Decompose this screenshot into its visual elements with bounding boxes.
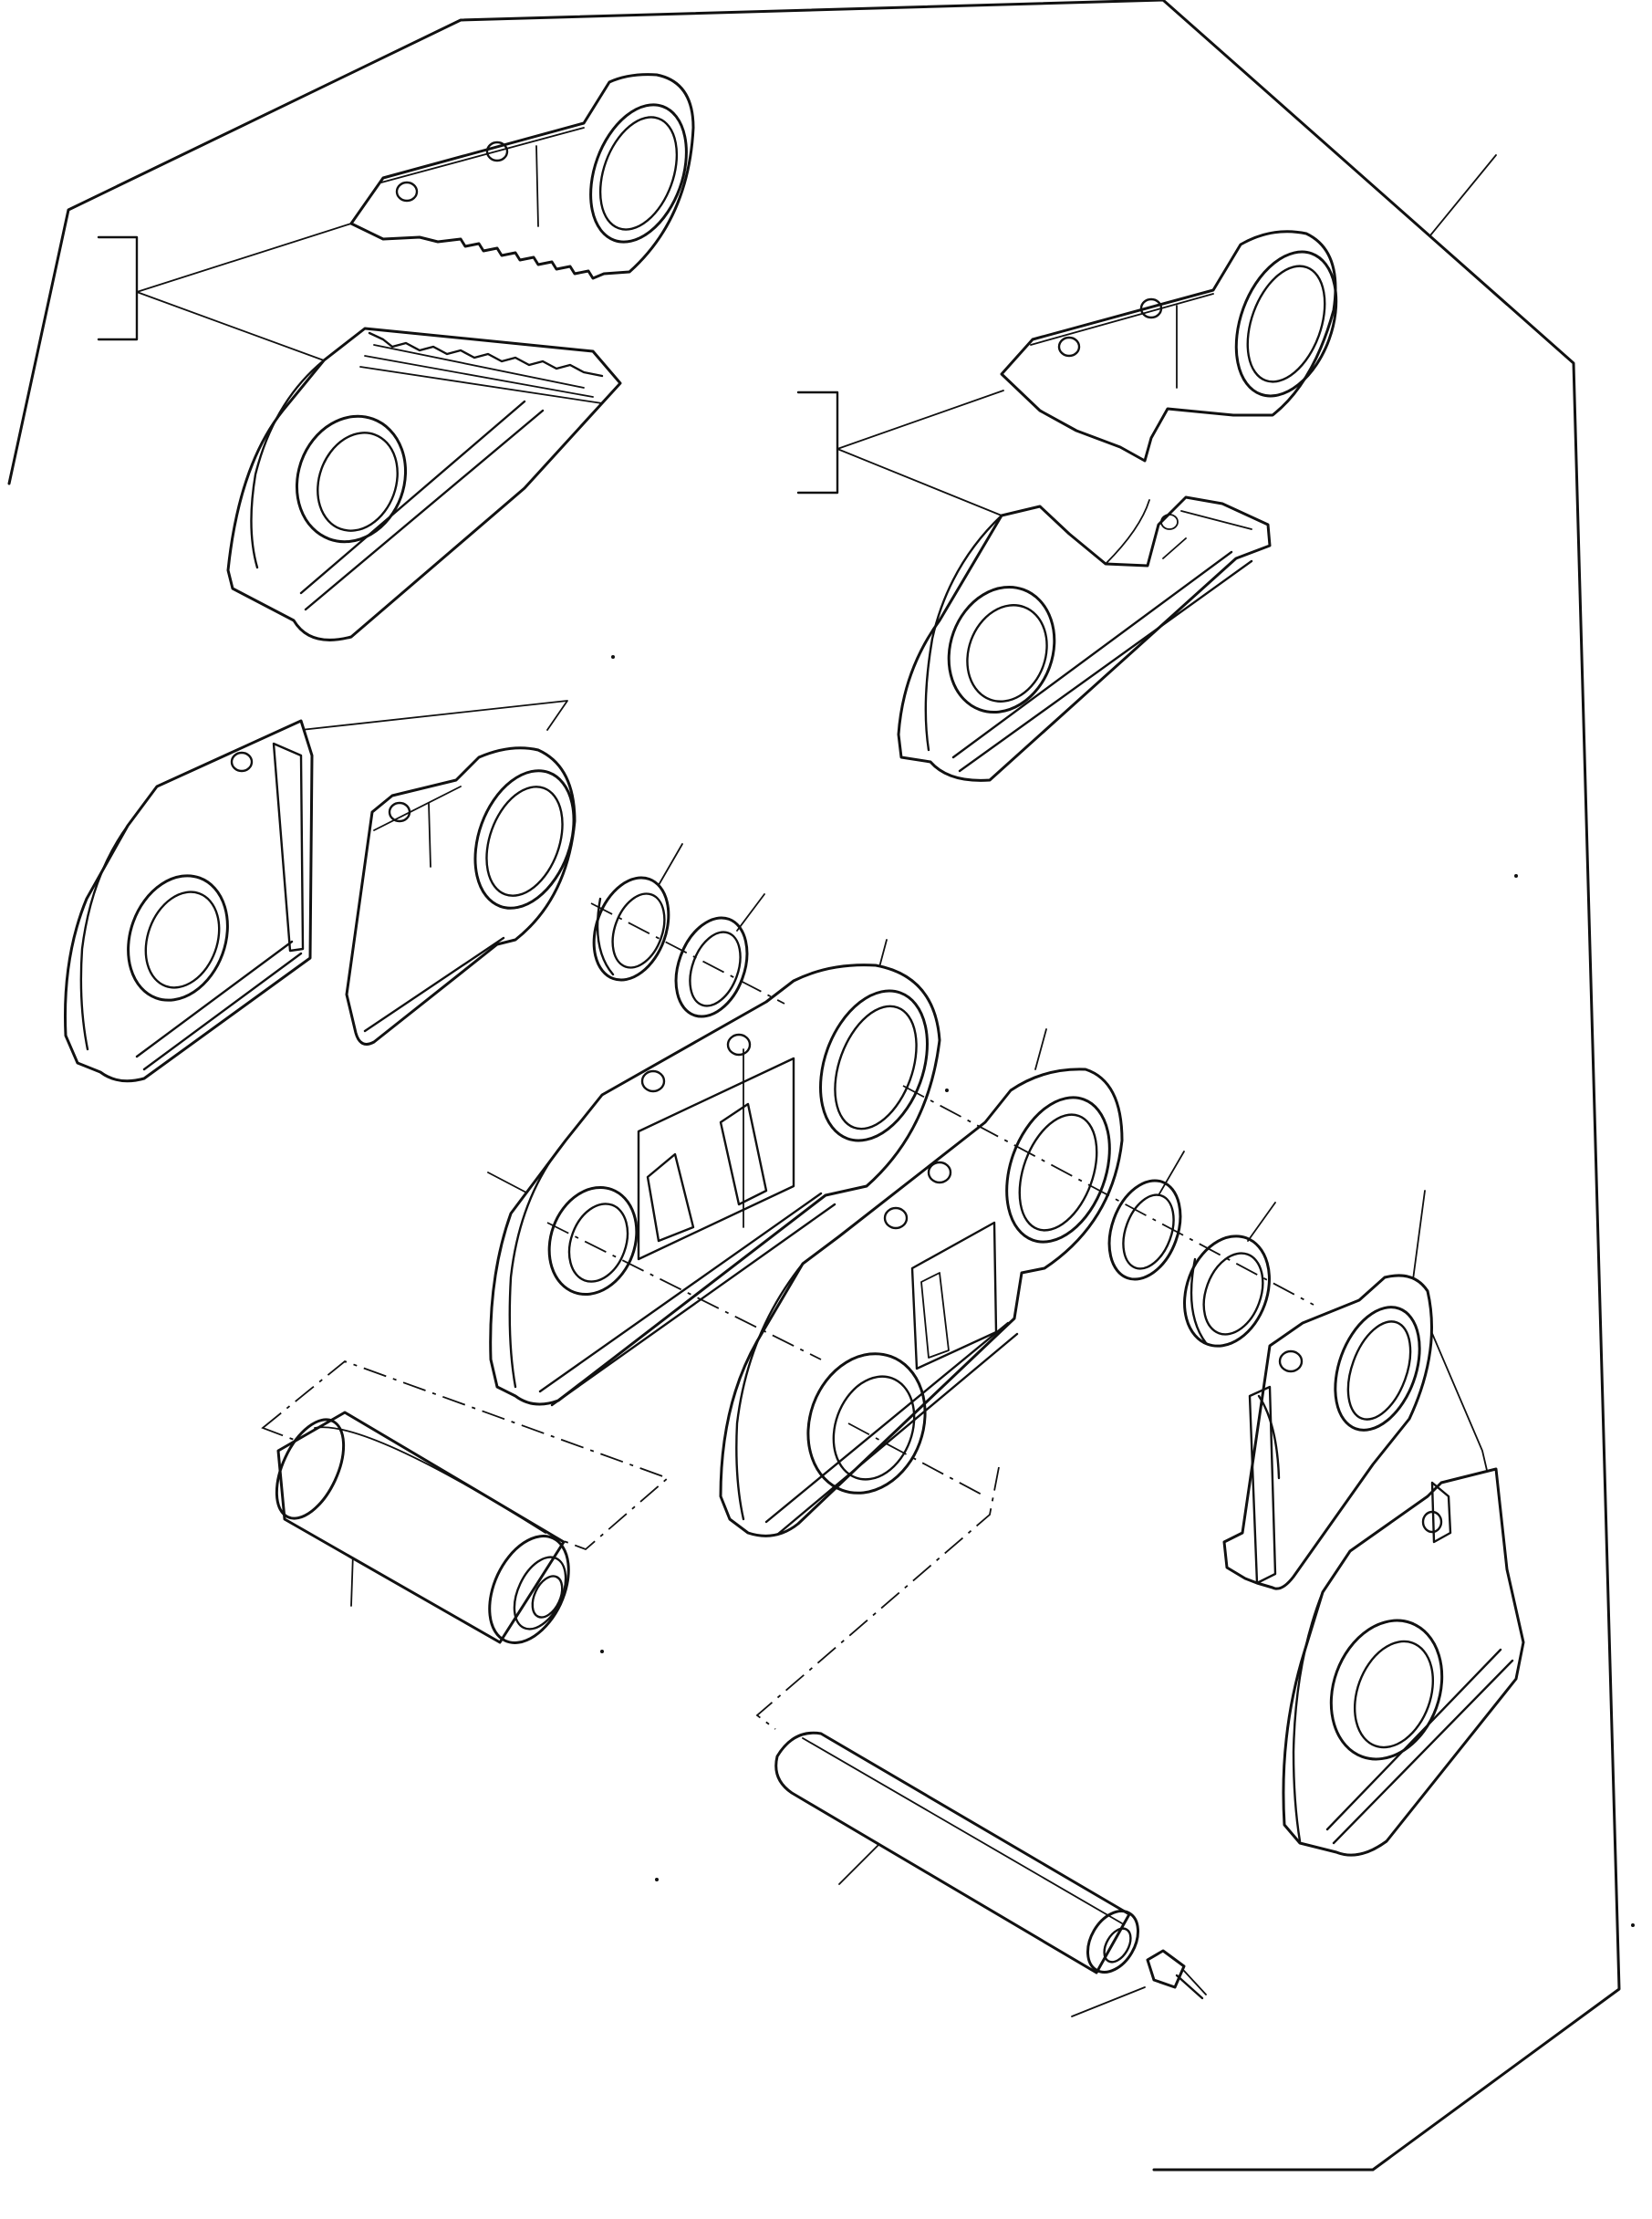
bolt-hole-icon	[642, 1071, 664, 1091]
seal-ring	[1169, 1224, 1283, 1359]
assembly-centerlines	[547, 903, 1314, 1496]
bracket-right-leader-upper	[837, 391, 1003, 449]
track-pin	[757, 1467, 1206, 2016]
scan-specks	[600, 655, 1635, 1927]
bushing-body	[263, 1410, 584, 1655]
assembly-leader	[1430, 155, 1496, 235]
seal-set-upper	[580, 844, 764, 1026]
plug-leader	[1072, 1987, 1145, 2016]
pin-leader	[839, 1843, 880, 1884]
bracket-left-leader-upper	[137, 224, 351, 292]
assembly-boundary-outline	[9, 0, 1619, 2170]
assembly-boundary	[9, 0, 1619, 2170]
bracket-right-leader-lower	[837, 449, 1002, 516]
master-link-right-leader	[1412, 1191, 1489, 1478]
bracket-left-leader-lower	[137, 292, 324, 360]
master-link-left-leader	[301, 701, 567, 730]
bolt-hole-icon	[232, 753, 252, 771]
bolt-hole-icon	[1280, 1351, 1302, 1371]
master-link-right-outer	[1283, 1469, 1523, 1855]
bushing-leader	[351, 1553, 353, 1606]
bolt-hole-icon	[1423, 1512, 1441, 1532]
bolt-hole-icon	[929, 1162, 951, 1182]
track-link-assembly-center	[488, 940, 1128, 1536]
seal-set-lower	[1096, 1151, 1284, 1358]
pin-body	[776, 1733, 1148, 1981]
split-link-lower-half	[899, 497, 1270, 780]
spacer-leader	[737, 894, 764, 931]
split-link-upper-half	[351, 75, 704, 278]
seal-ring	[580, 868, 681, 991]
pin-plug	[1148, 1951, 1206, 1998]
spacer-ring	[1096, 1171, 1193, 1289]
pin-centerline-box	[757, 1467, 999, 1729]
master-link-left-outer	[65, 721, 312, 1081]
bracket-left	[99, 237, 137, 339]
bolt-hole-icon	[885, 1208, 907, 1228]
seal-leader	[659, 844, 682, 885]
master-link-set-left	[65, 701, 591, 1081]
master-link-right-inner	[1224, 1276, 1435, 1589]
split-link-pair-left	[99, 75, 704, 641]
link-leader-lower	[1035, 1029, 1046, 1069]
bushing	[263, 1361, 668, 1655]
bolt-hole-icon	[397, 182, 417, 201]
spacer-leader	[1158, 1151, 1184, 1195]
track-link-rear	[491, 965, 947, 1405]
bolt-hole-icon	[728, 1035, 750, 1055]
bolt-hole-icon	[1059, 338, 1079, 356]
bolt-hole-icon	[487, 142, 507, 161]
master-link-left-inner	[347, 748, 592, 1045]
bracket-right	[798, 392, 837, 493]
master-link-set-right	[1224, 1191, 1523, 1855]
split-link-lower-half	[228, 328, 620, 640]
split-link-pair-right	[798, 232, 1355, 781]
track-link-front	[721, 1069, 1128, 1536]
spacer-ring	[663, 908, 760, 1026]
seal-leader	[1248, 1203, 1275, 1241]
split-link-upper-half	[1002, 232, 1355, 461]
